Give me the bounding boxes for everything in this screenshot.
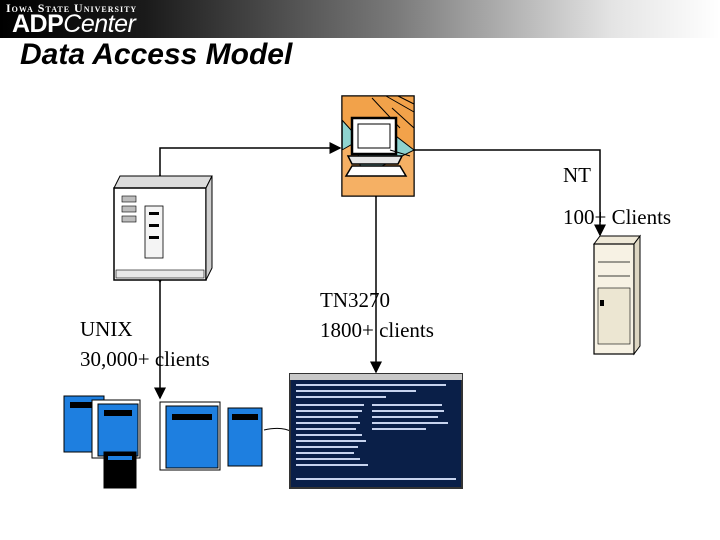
adp-center-logo: ADPCenter <box>12 10 136 38</box>
tn3270-label: TN3270 <box>320 288 390 312</box>
tn3270-client-count: 1800+ clients <box>320 318 434 342</box>
server-tower-icon <box>113 175 213 281</box>
nt-client-count: 100+ Clients <box>563 205 672 229</box>
university-name: Iowa State University <box>6 1 138 15</box>
connector-server-to-desktop <box>154 142 342 186</box>
slide-title: Data Access Model <box>20 38 293 71</box>
connector-desktop-to-nt <box>404 144 606 237</box>
unix-client-count: 30,000+ clients <box>80 347 210 371</box>
connectors <box>154 142 606 400</box>
unix-label: UNIX <box>80 317 133 341</box>
brand-adp: ADP <box>12 10 64 38</box>
pc-tower-icon <box>593 234 641 356</box>
desktop-computer-icon <box>341 95 415 197</box>
header-banner: Iowa State University ADPCenter <box>0 0 720 38</box>
terminal-screen-icon <box>289 373 463 489</box>
brand-center: Center <box>63 10 136 38</box>
mainframe-cluster-icon <box>63 395 293 489</box>
nt-label: NT <box>563 163 591 187</box>
